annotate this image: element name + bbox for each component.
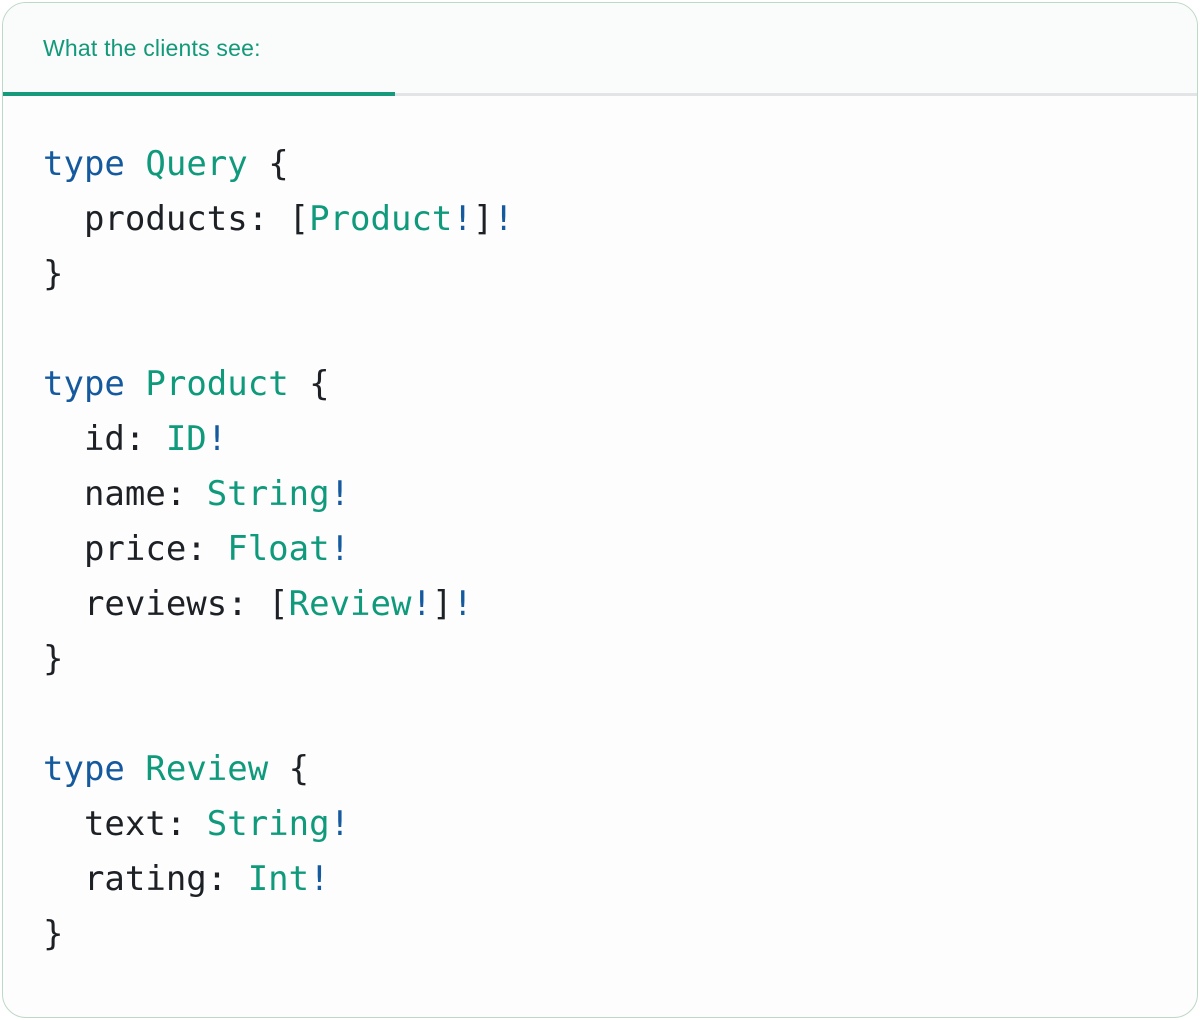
code-token-pl: price: xyxy=(43,529,228,569)
code-token-pl: products: [ xyxy=(43,199,310,239)
code-token-ty: Review xyxy=(145,749,269,789)
code-token-pl: { xyxy=(288,364,330,404)
code-token-kw: type xyxy=(43,749,125,789)
code-line: type Query { xyxy=(43,137,1167,192)
tab-bar: What the clients see: xyxy=(3,3,1197,96)
code-token-ty: String xyxy=(206,474,330,514)
code-token-pl: reviews: [ xyxy=(43,584,289,624)
code-token-kw: ! xyxy=(309,859,330,899)
code-token-pl: { xyxy=(247,144,289,184)
code-token-pl: { xyxy=(268,749,310,789)
code-line: id: ID! xyxy=(43,412,1167,467)
code-token-ty: Product xyxy=(309,199,453,239)
code-line: type Review { xyxy=(43,742,1167,797)
code-line: } xyxy=(43,632,1167,687)
tab-label: What the clients see: xyxy=(43,34,261,61)
code-line: name: String! xyxy=(43,467,1167,522)
code-block: type Query { products: [Product!]!} type… xyxy=(3,96,1197,962)
code-line: reviews: [Review!]! xyxy=(43,577,1167,632)
code-token-kw: ! xyxy=(452,584,473,624)
code-token-pl: } xyxy=(43,914,64,954)
code-token-kw: type xyxy=(43,364,125,404)
code-token-pl xyxy=(125,749,145,789)
code-token-ty: Product xyxy=(145,364,289,404)
code-line: products: [Product!]! xyxy=(43,192,1167,247)
code-line xyxy=(43,687,1167,742)
code-token-kw: ! xyxy=(329,474,351,514)
code-line: text: String! xyxy=(43,797,1167,852)
code-token-ty: String xyxy=(206,804,330,844)
code-line: type Product { xyxy=(43,357,1167,412)
code-line xyxy=(43,302,1167,357)
code-token-pl xyxy=(125,364,145,404)
active-tab-underline xyxy=(3,92,395,96)
code-token-kw: ! xyxy=(206,419,228,459)
code-token-pl: ] xyxy=(431,584,453,624)
code-line: rating: Int! xyxy=(43,852,1167,907)
code-line: } xyxy=(43,907,1167,962)
code-token-ty: Review xyxy=(288,584,412,624)
code-token-pl: } xyxy=(43,639,64,679)
tab-what-clients-see[interactable]: What the clients see: xyxy=(3,3,395,93)
code-token-ty: Float xyxy=(227,529,330,569)
code-token-kw: ! xyxy=(329,804,351,844)
code-token-pl: ] xyxy=(472,199,494,239)
code-line: price: Float! xyxy=(43,522,1167,577)
code-token-ty: ID xyxy=(165,419,207,459)
code-token-kw: ! xyxy=(493,199,514,239)
code-token-pl: text: xyxy=(43,804,207,844)
code-token-kw: ! xyxy=(411,584,432,624)
code-token-kw: type xyxy=(43,144,125,184)
code-token-kw: ! xyxy=(329,529,351,569)
code-token-ty: Int xyxy=(247,859,310,899)
code-token-pl: rating: xyxy=(43,859,248,899)
code-line: } xyxy=(43,247,1167,302)
code-token-kw: ! xyxy=(452,199,473,239)
code-token-pl: id: xyxy=(43,419,166,459)
code-token-pl: } xyxy=(43,254,64,294)
code-token-pl xyxy=(125,144,145,184)
code-token-pl: name: xyxy=(43,474,207,514)
code-token-ty: Query xyxy=(145,144,248,184)
